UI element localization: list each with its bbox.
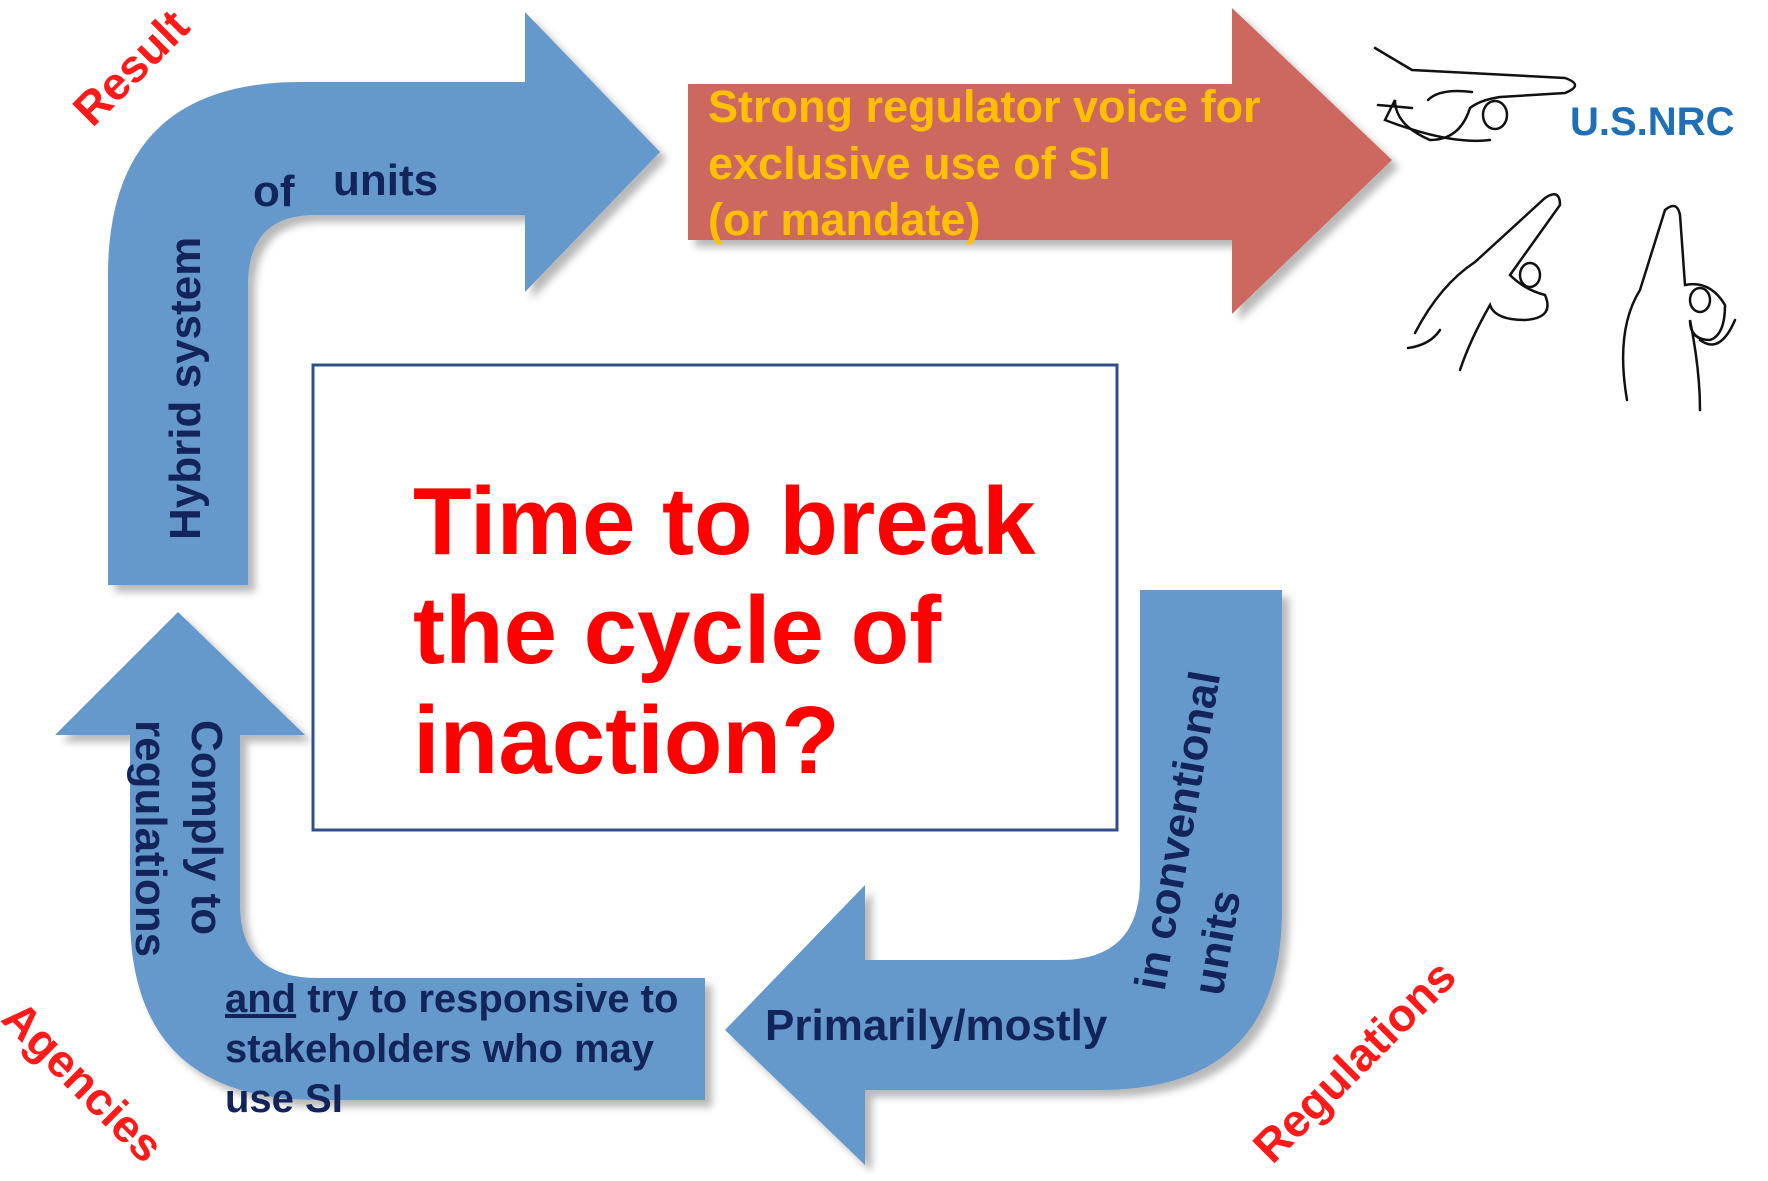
red-arrow-line-3: (or mandate) xyxy=(708,194,981,245)
left-curved-arrow xyxy=(55,612,705,1100)
and-underlined: and xyxy=(225,977,297,1021)
right-curved-arrow xyxy=(725,590,1282,1165)
tail-line-3: use SI xyxy=(225,1077,343,1121)
center-title-line-2: the cycle of xyxy=(413,577,942,684)
red-arrow-line-2: exclusive use of SI xyxy=(708,138,1111,189)
pointing-hand-up-icon xyxy=(1621,204,1737,412)
hybrid-system-label: Hybrid system xyxy=(161,236,210,540)
of-label: of xyxy=(253,167,295,216)
units-label: units xyxy=(333,156,439,205)
center-title-line-3: inaction? xyxy=(413,687,840,794)
tail-line-2: stakeholders who may xyxy=(225,1027,655,1071)
top-curved-arrow xyxy=(108,12,660,585)
pointing-hand-horizontal-icon xyxy=(1373,46,1577,143)
center-title-line-1: Time to break xyxy=(413,468,1036,575)
tail-line-1: and try to responsive to xyxy=(225,976,678,1023)
primarily-mostly-label: Primarily/mostly xyxy=(765,1001,1108,1050)
comply-to-label: Comply to xyxy=(182,720,231,936)
regulations-vertical-label: regulations xyxy=(126,720,175,958)
red-arrow xyxy=(688,8,1392,314)
center-box xyxy=(311,363,1119,832)
pointing-hand-diagonal-icon xyxy=(1406,193,1562,372)
red-arrow-line-1: Strong regulator voice for xyxy=(708,81,1261,132)
nrc-label: U.S.NRC xyxy=(1570,100,1735,144)
tail-rest: try to responsive to xyxy=(296,977,679,1021)
